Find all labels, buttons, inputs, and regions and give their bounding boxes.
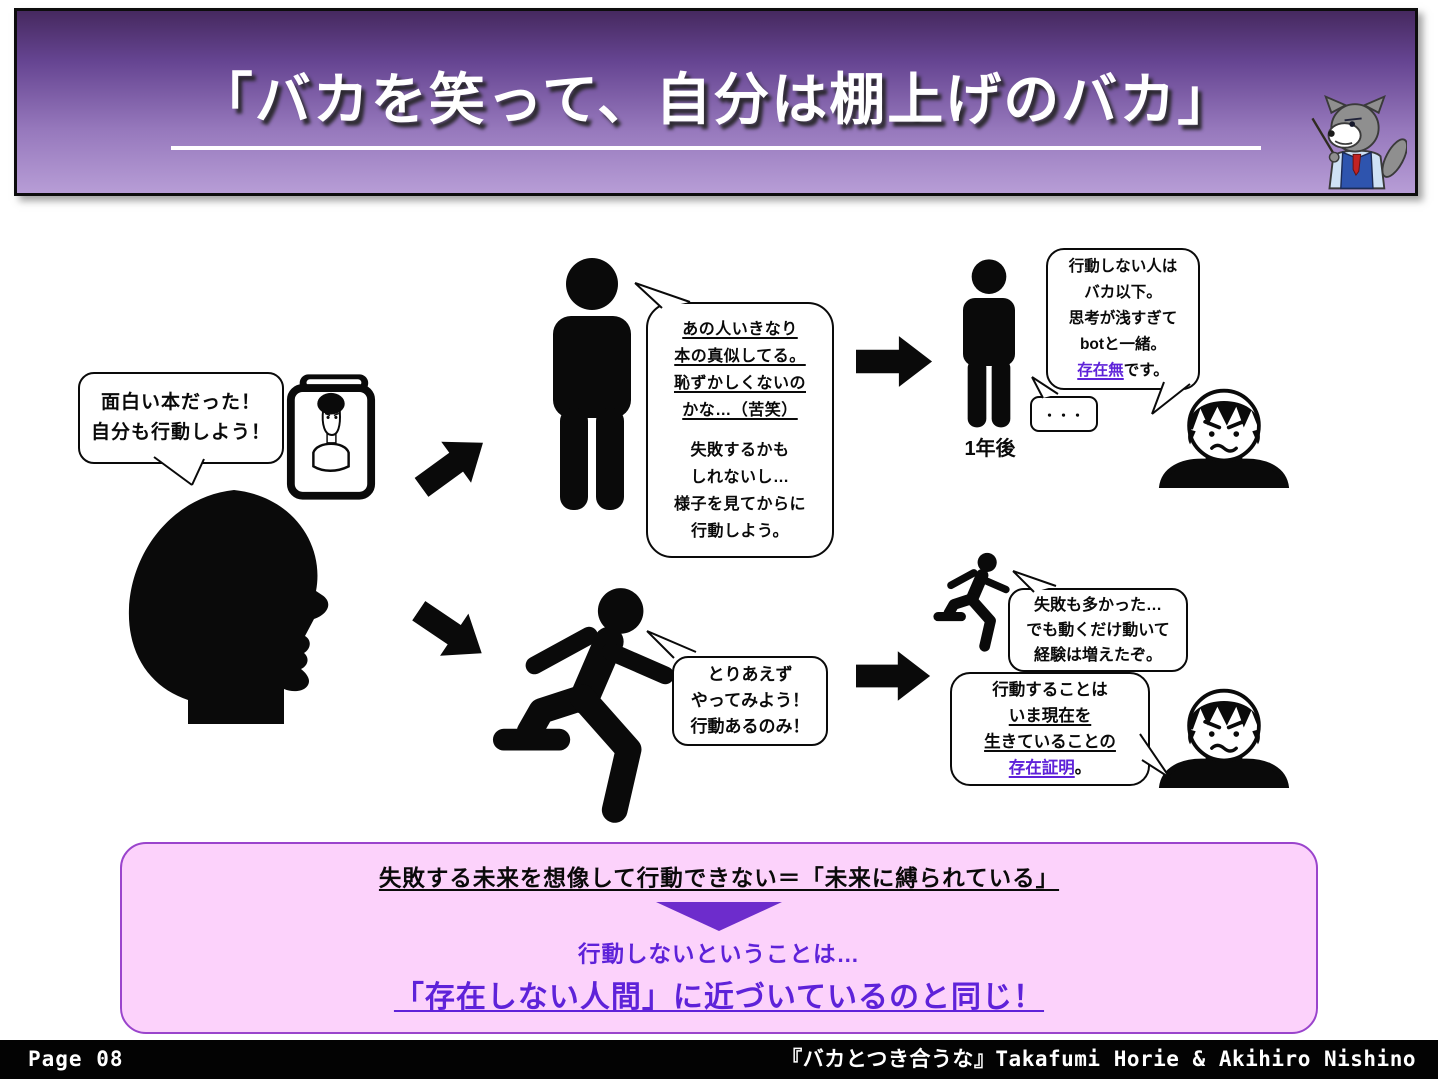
bubble-line: 失敗も多かった… (1033, 596, 1162, 614)
bubble-tail (1012, 570, 1057, 593)
bubble-line: かな…（苦笑） (682, 401, 798, 419)
bubble-tail (1031, 376, 1059, 399)
source-credit: 『バカとつき合うな』Takafumi Horie & Akihiro Nishi… (781, 1047, 1416, 1071)
bubble-tail (634, 282, 691, 309)
wolf-teacher-icon (1311, 95, 1407, 190)
bubble-line: 様子を見てからに (673, 495, 806, 513)
bubble-line: 行動しない人は (1068, 258, 1178, 275)
bubble-line: しれないし… (690, 468, 790, 486)
critic-speech-bubble: 行動しない人は バカ以下。 思考が浅すぎて botと一緒。 存在無です。 (1046, 248, 1200, 390)
doer-speech-bubble: とりあえず やってみよう！ 行動あるのみ！ (672, 656, 828, 746)
head-silhouette-icon (128, 490, 329, 724)
bubble-line: 行動することは (992, 681, 1108, 699)
bubble-line: 生きていることの (984, 733, 1116, 751)
accent-text: 存在無 (1077, 362, 1124, 379)
reader-thought-bubble: 面白い本だった！ 自分も行動しよう！ (78, 372, 284, 464)
conclusion-box: 失敗する未来を想像して行動できない＝「未来に縛られている」 行動しないということ… (120, 842, 1318, 1034)
bubble-line: とりあえず (707, 665, 793, 684)
running-person-icon (933, 552, 1010, 652)
bubble-tail (1139, 733, 1171, 779)
one-year-later-label: 1年後 (964, 438, 1016, 460)
bubble-line: あの人いきなり (682, 320, 798, 338)
observer-speech-bubble: あの人いきなり 本の真似してる。 恥ずかしくないの かな…（苦笑） 失敗するかも… (646, 302, 834, 558)
bubble-line: 存在証明。 (1008, 759, 1092, 777)
result-speech-bubble: 失敗も多かった… でも動くだけ動いて 経験は増えたぞ。 (1008, 588, 1188, 672)
bubble-line: やってみよう！ (690, 691, 810, 710)
proof-speech-bubble: 行動することは いま現在を 生きていることの 存在証明。 (950, 672, 1150, 786)
bubble-line: 面白い本だった！ (100, 392, 261, 413)
bubble-line: botと一緒。 (1079, 336, 1167, 353)
arrow-right-icon (856, 651, 931, 701)
bubble-line: 恥ずかしくないの (673, 374, 806, 392)
bubble-line: 本の真似してる。 (674, 347, 806, 365)
bubble-line: 自分も行動しよう！ (90, 422, 271, 443)
arrow-right-icon (856, 336, 933, 387)
standing-person-icon (553, 258, 631, 510)
book-icon (286, 374, 376, 500)
conclusion-statement: 行動しないということは… (577, 942, 860, 967)
bubble-line: いま現在を (1008, 707, 1092, 725)
footer: Page 08 『バカとつき合うな』Takafumi Horie & Akihi… (0, 1040, 1438, 1079)
bubble-tail (646, 630, 697, 659)
bubble-line: 行動あるのみ！ (690, 717, 810, 736)
running-person-icon (492, 588, 675, 823)
conclusion-highlight: 「存在しない人間」に近づいているのと同じ！ (393, 981, 1045, 1014)
silence-bubble: ・・・ (1030, 396, 1098, 432)
arrow-down-right-icon (412, 600, 482, 656)
bubble-line: 行動しよう。 (690, 522, 790, 540)
bubble-line: 経験は増えたぞ。 (1033, 646, 1162, 664)
page-title: 「バカを笑って、自分は棚上げのバカ」 (170, 55, 1262, 150)
arrow-up-right-icon (414, 441, 483, 497)
angry-man-icon (1158, 688, 1290, 788)
bubble-line: バカ以下。 (1084, 284, 1162, 301)
bubble-line: 存在無です。 (1077, 362, 1169, 379)
page-number: Page 08 (28, 1047, 124, 1071)
bubble-line: 失敗するかも (690, 441, 790, 459)
slide-header: 「バカを笑って、自分は棚上げのバカ」 (14, 8, 1418, 196)
bubble-line: 思考が浅すぎて (1068, 310, 1178, 327)
bubble-line: でも動くだけ動いて (1026, 621, 1170, 639)
accent-text: 存在証明 (1008, 759, 1075, 777)
standing-person-icon (963, 259, 1015, 428)
arrow-down-icon (656, 902, 782, 931)
bubble-line: ・・・ (1042, 407, 1085, 423)
bubble-tail (1151, 381, 1191, 415)
conclusion-premise: 失敗する未来を想像して行動できない＝「未来に縛られている」 (378, 866, 1060, 891)
angry-man-icon (1158, 388, 1290, 488)
bubble-tail (153, 456, 205, 486)
